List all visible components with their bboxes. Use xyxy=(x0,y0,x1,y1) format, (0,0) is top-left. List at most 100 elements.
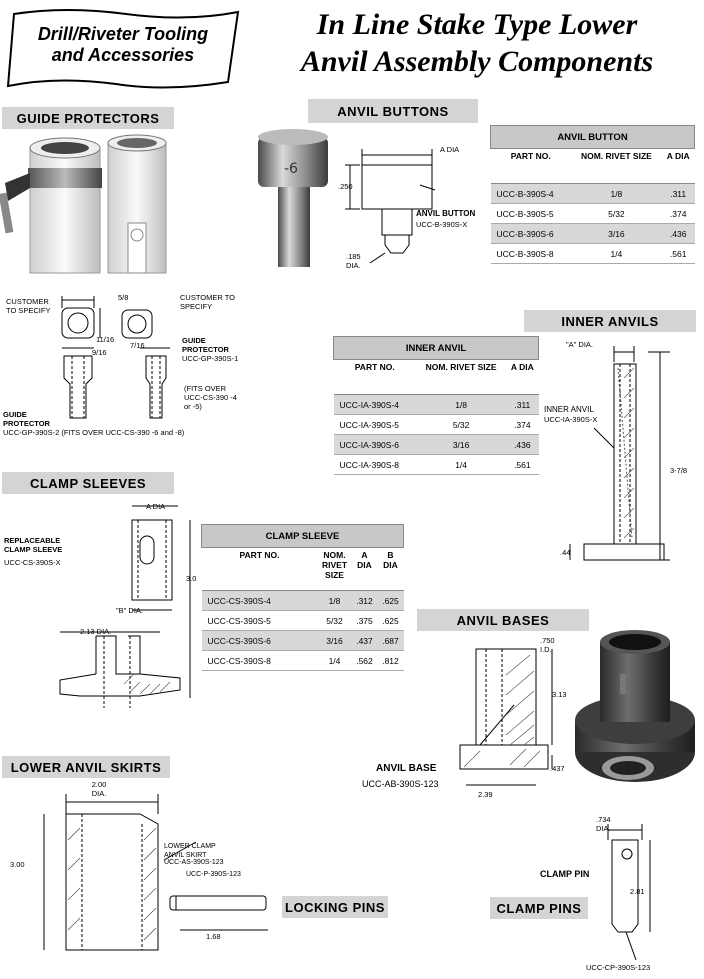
cs-replaceable: REPLACEABLE CLAMP SLEEVE xyxy=(4,536,63,554)
cell: .374 xyxy=(661,203,695,224)
cell: 1/8 xyxy=(570,183,662,204)
cell: 1/4 xyxy=(317,650,352,671)
cs-th-bdia: B DIA xyxy=(377,547,404,591)
section-clamp-sleeves: CLAMP SLEEVES xyxy=(2,472,174,494)
cs-th-part: PART NO. xyxy=(201,547,318,591)
cell: 1/8 xyxy=(416,394,507,415)
inner-anvil-table: INNER ANVIL PART NO. NOM. RIVET SIZE A D… xyxy=(333,336,539,475)
section-guide-protectors: GUIDE PROTECTORS xyxy=(2,107,174,129)
page-title: In Line Stake Type Lower Anvil Assembly … xyxy=(252,6,702,80)
cs-dim-30: 3.0 xyxy=(186,574,197,583)
base-dim-313: 3.13 xyxy=(552,690,567,699)
clamp-pin-drawing xyxy=(607,824,651,961)
cell: UCC-B-390S-5 xyxy=(490,203,571,224)
cell: 1/4 xyxy=(416,454,507,475)
section-anvil-bases: ANVIL BASES xyxy=(417,609,589,631)
cp-dim-281: 2.81 xyxy=(630,887,645,896)
cell: UCC-IA-390S-4 xyxy=(333,394,417,415)
base-dim-239: 2.39 xyxy=(478,790,493,799)
lp-dim-168: 1.68 xyxy=(206,932,221,941)
section-clamp-pins: CLAMP PINS xyxy=(490,897,588,919)
cell: 1/8 xyxy=(317,590,352,611)
cp-dim-734: .734 DIA. xyxy=(596,815,611,833)
cell: UCC-IA-390S-8 xyxy=(333,454,417,475)
gp2-pn: UCC-GP-390S-2 (FITS OVER UCC-CS-390 -6 a… xyxy=(3,428,185,437)
base-pn: UCC-AB-390S-123 xyxy=(362,779,439,789)
clamp-sleeve-table-caption: CLAMP SLEEVE xyxy=(201,524,404,548)
cell: .311 xyxy=(506,394,539,415)
cell: .561 xyxy=(506,454,539,475)
gp2-name: GUIDE PROTECTOR xyxy=(3,410,50,428)
cell: .562 xyxy=(351,650,378,671)
cp-pn: UCC-CP-390S-123 xyxy=(586,963,651,972)
gp-dim-11-16: 11/16 xyxy=(96,335,115,344)
inner-anvil-table-caption: INNER ANVIL xyxy=(333,336,539,360)
cell: .312 xyxy=(351,590,378,611)
cell: UCC-B-390S-4 xyxy=(490,183,571,204)
base-name: ANVIL BASE xyxy=(376,763,437,774)
cell: .375 xyxy=(351,610,378,631)
cell: 5/32 xyxy=(570,203,662,224)
ia-dim-378: 3-7/8 xyxy=(670,466,688,475)
gp-guide-protector-1: GUIDE PROTECTOR UCC-GP-390S-1 xyxy=(182,336,252,363)
anvil-base-drawing xyxy=(459,648,553,786)
anvil-button-table-caption: ANVIL BUTTON xyxy=(490,125,695,149)
cell: .311 xyxy=(661,183,695,204)
cell: UCC-CS-390S-8 xyxy=(201,650,318,671)
skirt-name: LOWER CLAMP ANVIL SKIRT xyxy=(164,843,216,859)
header-ribbon-shape xyxy=(6,9,240,89)
cs-th-size: NOM. RIVET SIZE xyxy=(317,547,352,591)
cs-th-adia: A DIA xyxy=(351,547,378,591)
guide-protector-photo xyxy=(0,134,167,274)
anvil-button-photo: -6 xyxy=(258,129,328,267)
cell: .812 xyxy=(377,650,404,671)
cell: .687 xyxy=(377,630,404,651)
cs-pn: UCC-CS-390S-X xyxy=(4,558,61,567)
base-dim-437: .437 xyxy=(550,764,565,773)
ab-th-size: NOM. RIVET SIZE xyxy=(570,148,662,184)
button-marking: -6 xyxy=(284,161,298,177)
ab-dim-185: .185 DIA. xyxy=(346,252,361,270)
ia-dim-44: .44 xyxy=(560,548,571,557)
cell: .625 xyxy=(377,590,404,611)
ia-th-part: PART NO. xyxy=(333,359,417,395)
gp-dim-5-8: 5/8 xyxy=(118,293,129,302)
cs-dim-213: 2.13 DIA. xyxy=(80,627,112,636)
title-line-1: In Line Stake Type Lower xyxy=(316,8,638,41)
gp-fits-over: (FITS OVER UCC-CS-390 -4 or -5) xyxy=(184,384,237,411)
skirt-dim-300: 3.00 xyxy=(10,860,25,869)
section-inner-anvils: INNER ANVILS xyxy=(524,310,696,332)
clamp-sleeve-table: CLAMP SLEEVE PART NO. NOM. RIVET SIZE A … xyxy=(201,524,404,671)
cell: 1/4 xyxy=(570,243,662,264)
ia-pn: UCC-IA-390S-X xyxy=(544,415,598,424)
cell: UCC-B-390S-6 xyxy=(490,223,571,244)
gp-dim-9-16: 9/16 xyxy=(92,348,107,357)
section-anvil-buttons: ANVIL BUTTONS xyxy=(308,99,478,123)
gp-guide-protector-2: GUIDE PROTECTOR UCC-GP-390S-2 (FITS OVER… xyxy=(3,410,253,437)
cell: UCC-IA-390S-6 xyxy=(333,434,417,455)
cell: UCC-CS-390S-4 xyxy=(201,590,318,611)
skirt-pn: UCC-AS-390S-123 xyxy=(164,859,224,866)
ribbon-line-1: Drill/Riveter Tooling xyxy=(37,24,209,44)
ribbon-line-2: and Accessories xyxy=(51,45,195,65)
anvil-base-photo xyxy=(575,630,695,782)
anvil-button-drawing xyxy=(345,149,436,264)
base-dim-750: .750 I.D. xyxy=(540,636,555,654)
cell: 5/32 xyxy=(416,414,507,435)
cell: 3/16 xyxy=(317,630,352,651)
cell: 5/32 xyxy=(317,610,352,631)
section-lower-anvil-skirts: LOWER ANVIL SKIRTS xyxy=(2,756,170,778)
gp1-pn: UCC-GP-390S-1 xyxy=(182,354,239,363)
cell: .436 xyxy=(506,434,539,455)
cell: 3/16 xyxy=(416,434,507,455)
anvil-button-table: ANVIL BUTTON PART NO. NOM. RIVET SIZE A … xyxy=(490,125,695,264)
cell: UCC-CS-390S-5 xyxy=(201,610,318,631)
cs-b-dia: "B" DIA. xyxy=(116,606,143,615)
ab-pn: UCC-B-390S-X xyxy=(416,220,468,229)
